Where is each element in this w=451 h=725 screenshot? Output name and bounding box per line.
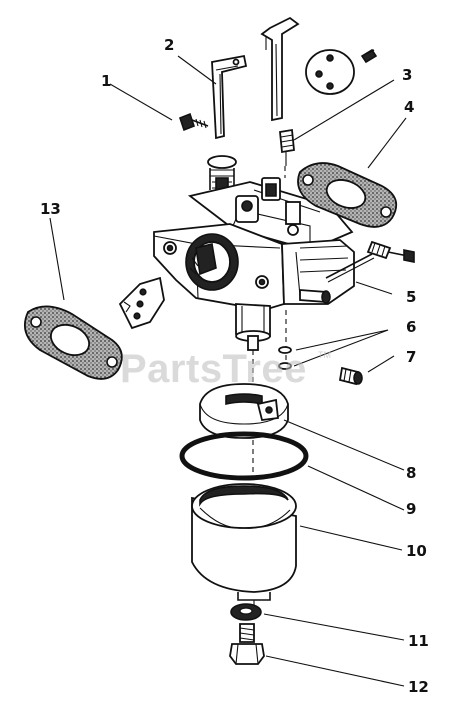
callout-8: 8 (406, 464, 416, 482)
leader-lines (49, 55, 407, 687)
throttle-return-spring (207, 155, 237, 193)
callout-7: 7 (406, 348, 416, 366)
throttle-plate-screw (179, 112, 209, 132)
carburetor-body (153, 177, 355, 351)
callout-labels: 1 2 3 4 5 6 7 8 9 10 11 12 13 (40, 36, 429, 696)
fiber-washer (230, 603, 262, 621)
callout-2: 2 (164, 36, 174, 54)
callout-13: 13 (40, 200, 61, 218)
fuel-inlet-gaskets (278, 346, 292, 370)
callout-9: 9 (406, 500, 416, 518)
choke-plate-screw (360, 48, 378, 64)
float (199, 383, 289, 439)
choke-shaft (260, 16, 300, 122)
float-pin (325, 253, 375, 283)
watermark-trademark: TM (318, 350, 331, 360)
callout-6: 6 (406, 318, 416, 336)
throttle-plate (118, 276, 165, 330)
callout-10: 10 (406, 542, 427, 560)
callout-12: 12 (408, 678, 429, 696)
watermark-text: PartsTree (120, 347, 307, 391)
float-bowl (191, 483, 297, 601)
bowl-gasket (179, 431, 309, 481)
callout-11: 11 (408, 632, 429, 650)
callout-5: 5 (406, 288, 416, 306)
bowl-bolt (229, 623, 265, 665)
callout-1: 1 (101, 72, 111, 90)
bowl-drain-screw (338, 366, 363, 386)
choke-plate (305, 49, 355, 95)
idle-mixture-needle (279, 128, 295, 166)
watermark: PartsTree TM (120, 347, 331, 391)
callout-3: 3 (402, 66, 412, 84)
mounting-gasket-left (24, 305, 123, 380)
mounting-gasket-right (297, 162, 398, 228)
throttle-shaft-lever (211, 54, 248, 140)
idle-speed-screw (366, 240, 415, 263)
callout-4: 4 (404, 98, 414, 116)
